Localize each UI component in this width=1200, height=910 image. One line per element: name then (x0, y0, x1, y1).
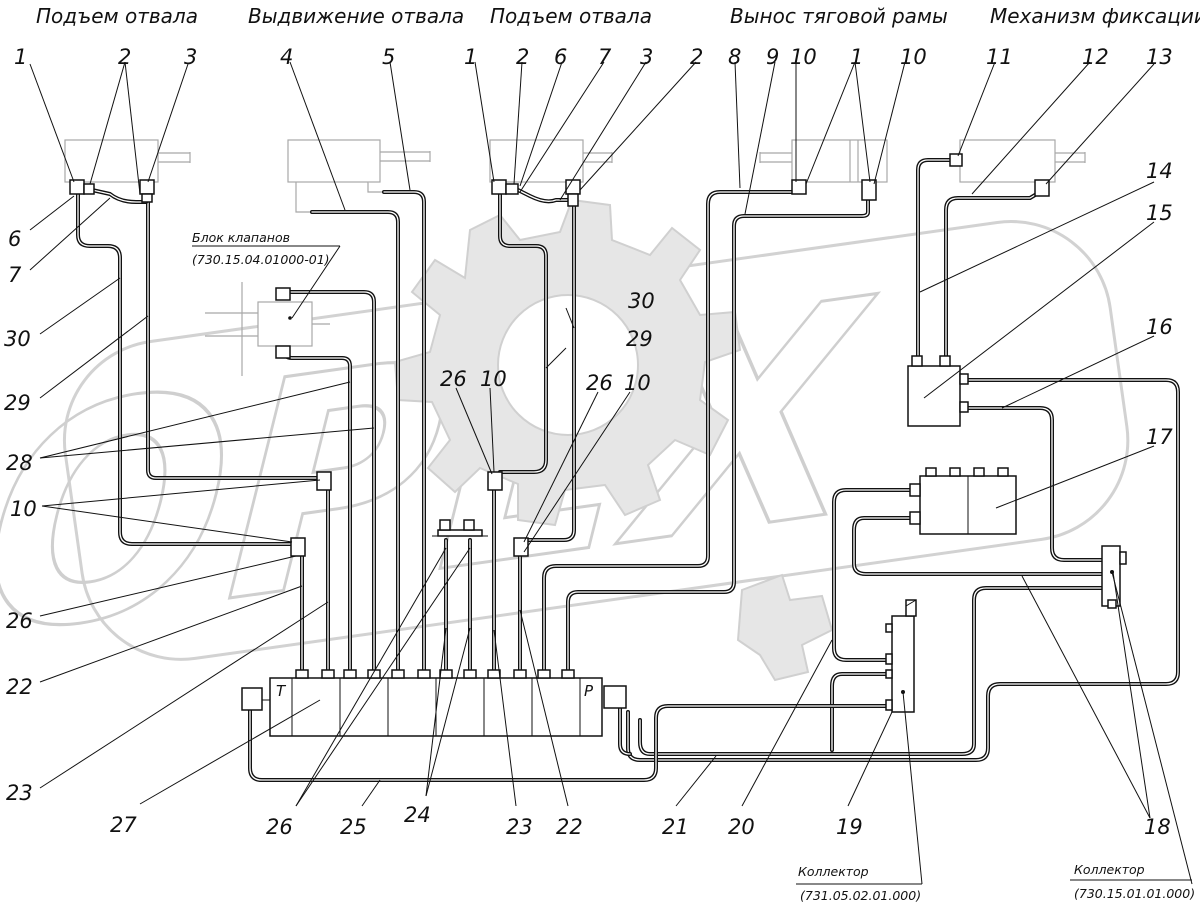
label: 27 (110, 813, 137, 837)
svg-text:P: P (584, 682, 594, 700)
label: 23 (506, 815, 533, 839)
label: 1 (14, 45, 27, 69)
label: 4 (280, 45, 293, 69)
locking-valve-15 (907, 355, 969, 427)
label: 2 (118, 45, 131, 69)
label: 30 (628, 289, 655, 313)
collector-19 (885, 599, 917, 713)
label: 9 (766, 45, 779, 69)
label: 3 (184, 45, 197, 69)
label: 10 (900, 45, 927, 69)
cylinder-locking (959, 139, 1086, 183)
label: 14 (1146, 159, 1173, 183)
label: 19 (836, 815, 863, 839)
label: 15 (1146, 201, 1173, 225)
label: 7 (8, 263, 22, 287)
collector-18-title: Коллектор (1074, 862, 1145, 877)
callout-valve-block: Блок клапанов (730.15.04.01000-01) (192, 230, 330, 267)
watermark: ОРЕХ (0, 198, 1130, 710)
label: 22 (6, 675, 33, 699)
cylinder-blade-lift-right (489, 139, 613, 183)
leader-lines (29, 61, 1193, 885)
fittings (69, 153, 1050, 557)
label: 25 (340, 815, 367, 839)
label: 26 (6, 609, 33, 633)
collector-19-title: Коллектор (798, 864, 869, 879)
label: 16 (1146, 315, 1173, 339)
label: 3 (640, 45, 653, 69)
label: 24 (404, 803, 431, 827)
label: 10 (790, 45, 817, 69)
label: 2 (690, 45, 703, 69)
label: 12 (1082, 45, 1109, 69)
label: 10 (624, 371, 651, 395)
collector-18-ref: (730.15.01.01.000) (1074, 886, 1195, 901)
label: 10 (480, 367, 507, 391)
label: 18 (1144, 815, 1171, 839)
header-drawbar-shift: Вынос тяговой рамы (730, 4, 948, 28)
labels-top: 1 2 3 4 5 1 2 6 7 3 2 8 9 10 1 10 11 12 … (14, 45, 1173, 69)
label: 21 (662, 815, 689, 839)
callout-collector-18: Коллектор (730.15.01.01.000) (1074, 862, 1195, 901)
label: 8 (728, 45, 741, 69)
label: 26 (266, 815, 293, 839)
label: 28 (6, 451, 33, 475)
cylinder-drawbar-shift (759, 139, 888, 183)
pipe-network (76, 158, 1180, 782)
label: 2 (516, 45, 529, 69)
header-locking-mechanism: Механизм фиксации (990, 4, 1200, 28)
label: 6 (554, 45, 567, 69)
svg-text:T: T (276, 682, 287, 700)
label: 23 (6, 781, 33, 805)
cylinder-blade-lift-left (64, 139, 191, 183)
cylinder-blade-extension (287, 139, 431, 213)
callout-collector-19: Коллектор (731.05.02.01.000) (798, 864, 921, 903)
labels-middle: 30 29 26 10 26 10 (440, 289, 655, 395)
collector-19-ref: (731.05.02.01.000) (800, 888, 921, 903)
valve-block (205, 282, 330, 376)
label: 26 (440, 367, 467, 391)
labels-right: 14 15 16 17 18 (1144, 159, 1173, 839)
label: 1 (850, 45, 863, 69)
valve-block-title: Блок клапанов (192, 230, 290, 245)
label: 1 (464, 45, 477, 69)
label: 11 (986, 45, 1013, 69)
header-blade-extension: Выдвижение отвала (248, 4, 464, 28)
label: 10 (10, 497, 37, 521)
label: 29 (626, 327, 653, 351)
watermark-gear (393, 198, 742, 527)
label: 7 (598, 45, 612, 69)
valve-block-ref: (730.15.04.01000-01) (192, 252, 330, 267)
header-blade-lift-right: Подъем отвала (490, 4, 652, 28)
label: 13 (1146, 45, 1173, 69)
label: 22 (556, 815, 583, 839)
pump-17 (909, 467, 1017, 535)
label: 30 (4, 327, 31, 351)
label: 17 (1146, 425, 1173, 449)
labels-bottom: 27 26 25 24 23 22 21 20 19 (110, 803, 863, 839)
label: 20 (728, 815, 755, 839)
header-blade-lift-left: Подъем отвала (36, 4, 198, 28)
label: 26 (586, 371, 613, 395)
labels-left: 6 7 30 29 28 10 26 22 23 (4, 227, 37, 805)
label: 5 (382, 45, 395, 69)
label: 6 (8, 227, 21, 251)
label: 29 (4, 391, 31, 415)
main-distributor: T P (241, 669, 627, 737)
